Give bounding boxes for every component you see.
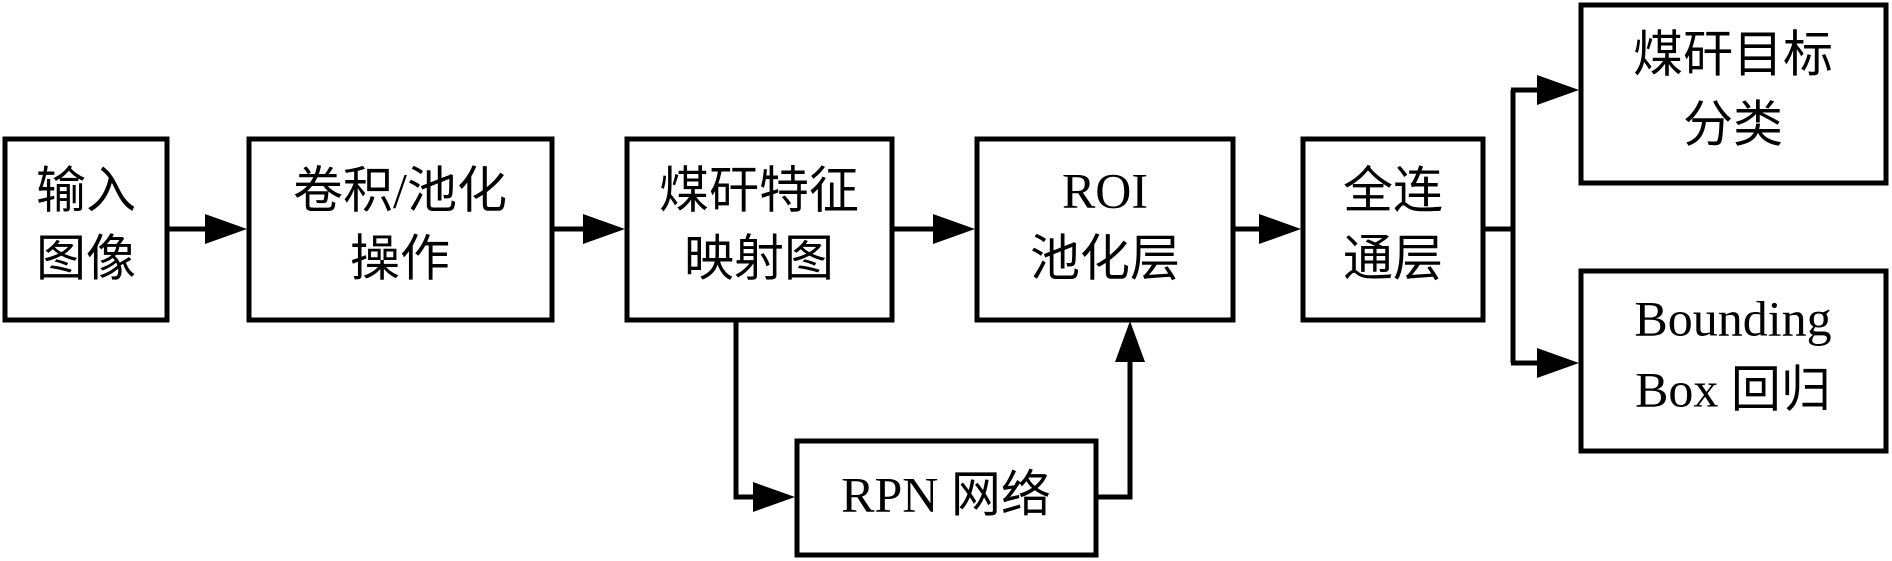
node-conv-pool: 卷积/池化 操作 [246, 136, 555, 323]
node-roi-pool-line2: 池化层 [1030, 230, 1180, 286]
edge-feature-to-rpn [733, 321, 755, 500]
node-classification-line2: 分类 [1683, 96, 1783, 152]
arrowhead-icon [933, 214, 975, 244]
node-conv-pool-line2: 操作 [350, 230, 450, 286]
node-rpn-line1: RPN 网络 [841, 466, 1051, 522]
arrowhead-icon [1259, 214, 1301, 244]
node-feature-map: 煤矸特征 映射图 [624, 136, 895, 323]
node-bbox-regression-line2: Box 回归 [1635, 361, 1831, 417]
arrowhead-icon [753, 482, 795, 512]
node-feature-map-line2: 映射图 [684, 230, 834, 286]
node-roi-pool: ROI 池化层 [974, 136, 1236, 323]
node-feature-map-line1: 煤矸特征 [659, 162, 859, 218]
arrowhead-icon [1115, 321, 1145, 362]
node-bbox-regression-line1: Bounding [1634, 290, 1831, 346]
node-classification-line1: 煤矸目标 [1633, 26, 1833, 82]
arrowhead-icon [1537, 75, 1579, 105]
node-fully-connected-line2: 通层 [1343, 230, 1443, 286]
node-rpn: RPN 网络 [794, 438, 1099, 558]
node-fully-connected-line1: 全连 [1343, 162, 1443, 218]
node-classification: 煤矸目标 分类 [1578, 2, 1889, 186]
connectors [167, 75, 1579, 512]
node-input-image-line1: 输入 [36, 162, 136, 218]
node-bbox-regression: Bounding Box 回归 [1578, 268, 1889, 454]
edge-rpn-to-roi [1096, 358, 1133, 500]
arrowhead-icon [583, 214, 625, 244]
node-fully-connected: 全连 通层 [1300, 136, 1486, 323]
node-conv-pool-line1: 卷积/池化 [293, 162, 507, 218]
node-roi-pool-line1: ROI [1062, 162, 1148, 218]
arrowhead-icon [205, 214, 247, 244]
node-input-image: 输入 图像 [2, 136, 170, 323]
arrowhead-icon [1537, 348, 1579, 378]
node-input-image-line2: 图像 [36, 230, 136, 286]
